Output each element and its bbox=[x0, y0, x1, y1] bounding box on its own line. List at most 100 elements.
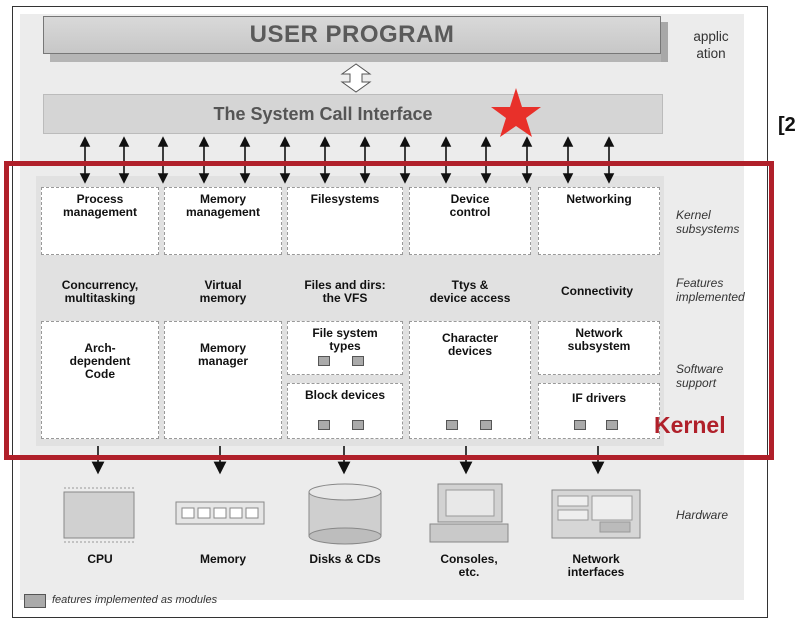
features-implemented-line2: implemented bbox=[676, 290, 745, 304]
features-implemented-label: Features implemented bbox=[676, 276, 766, 304]
feature-virtual-line1: Virtual bbox=[204, 278, 242, 292]
arrow-head-up bbox=[399, 136, 411, 147]
feature-ttys-line1: Ttys & bbox=[451, 278, 489, 292]
arrow-head-down bbox=[359, 173, 371, 184]
feature-connectivity-line1: Connectivity bbox=[560, 284, 633, 298]
subsystem-device-line2: control bbox=[449, 205, 491, 219]
arrow-head-down bbox=[603, 173, 615, 184]
arrow-head-up bbox=[319, 136, 331, 147]
module-square-icon bbox=[352, 356, 364, 366]
hardware-network-label: Network interfaces bbox=[534, 553, 658, 579]
network-subsystem-box: Network subsystem bbox=[538, 321, 660, 375]
hardware-memory-label: Memory bbox=[161, 553, 285, 566]
module-square-icon bbox=[446, 420, 458, 430]
user-program-side bbox=[661, 22, 668, 62]
feature-concurrency-line2: multitasking bbox=[64, 291, 136, 305]
network-card-icon bbox=[551, 489, 641, 539]
memory-manager-line2: manager bbox=[197, 354, 249, 368]
feature-ttys: Ttys & device access bbox=[408, 279, 532, 305]
if-drivers-label: IF drivers bbox=[571, 391, 627, 405]
subsystem-networking: Networking bbox=[538, 187, 660, 255]
net-subsystem-line1: Network bbox=[575, 326, 623, 340]
hw-memory-line1: Memory bbox=[199, 552, 246, 566]
arrow-head-up bbox=[79, 136, 91, 147]
feature-ttys-line2: device access bbox=[429, 291, 511, 305]
console-icon bbox=[429, 483, 509, 543]
memory-chip-icon bbox=[175, 501, 265, 525]
module-square-icon bbox=[318, 356, 330, 366]
arch-line3: Code bbox=[85, 367, 115, 381]
legend-module-icon bbox=[24, 594, 46, 608]
arrow-head-up bbox=[118, 136, 130, 147]
arrow-head-up bbox=[198, 136, 210, 147]
hardware-disks-label: Disks & CDs bbox=[283, 553, 407, 566]
arrow-head-up bbox=[480, 136, 492, 147]
kernel-label: Kernel bbox=[654, 412, 726, 438]
application-label-line1: applic bbox=[693, 29, 729, 44]
star-icon bbox=[491, 88, 541, 137]
arrow-head-up bbox=[440, 136, 452, 147]
cpu-icon bbox=[63, 487, 135, 543]
arrow-head-down bbox=[399, 173, 411, 184]
arrow-head-up bbox=[521, 136, 533, 147]
feature-virtual-line2: memory bbox=[199, 291, 247, 305]
character-devices-box: Character devices bbox=[409, 321, 531, 439]
feature-vfs-line1: Files and dirs: bbox=[304, 278, 386, 292]
module-square-icon bbox=[606, 420, 618, 430]
memory-manager-line1: Memory bbox=[199, 341, 246, 355]
subsystem-memory-line1: Memory bbox=[199, 192, 246, 206]
subsystem-process-management: Process management bbox=[41, 187, 159, 255]
module-square-icon bbox=[480, 420, 492, 430]
subsystem-memory-line2: management bbox=[185, 205, 261, 219]
arrow-head-down bbox=[157, 173, 169, 184]
net-subsystem-line2: subsystem bbox=[567, 339, 631, 353]
software-support-line2: support bbox=[676, 376, 717, 390]
arrow-head-up bbox=[279, 136, 291, 147]
double-arrow-icon bbox=[340, 63, 372, 93]
feature-concurrency: Concurrency, multitasking bbox=[38, 279, 162, 305]
arch-line2: dependent bbox=[69, 354, 131, 368]
arch-dependent-code-box: Arch- dependent Code bbox=[41, 321, 159, 439]
char-devices-line2: devices bbox=[447, 344, 493, 358]
arrow-head-down bbox=[319, 173, 331, 184]
hw-network-line1: Network bbox=[572, 552, 620, 566]
arrow-head-down bbox=[279, 173, 291, 184]
subsystem-device-control: Device control bbox=[409, 187, 531, 255]
if-drivers-box: IF drivers bbox=[538, 383, 660, 439]
bracket-fragment: [2 bbox=[778, 114, 796, 136]
arrow-head-up bbox=[359, 136, 371, 147]
arrow-head-up bbox=[157, 136, 169, 147]
subsystem-process-line2: management bbox=[62, 205, 138, 219]
feature-concurrency-line1: Concurrency, bbox=[61, 278, 139, 292]
hardware-consoles-label: Consoles, etc. bbox=[407, 553, 531, 579]
kernel-highlight-outline bbox=[4, 161, 774, 460]
application-label: applic ation bbox=[676, 28, 746, 62]
system-call-interface-box: The System Call Interface bbox=[43, 94, 663, 134]
hardware-label: Hardware bbox=[676, 508, 729, 522]
hw-cpu-line1: CPU bbox=[87, 552, 113, 566]
fs-types-line2: types bbox=[329, 339, 361, 353]
hw-consoles-line1: Consoles, bbox=[440, 552, 498, 566]
file-system-types-box: File system types bbox=[287, 321, 403, 375]
features-implemented-line1: Features bbox=[676, 276, 724, 290]
block-devices-box: Block devices bbox=[287, 383, 403, 439]
user-program-shadow bbox=[50, 54, 668, 62]
fs-types-line1: File system bbox=[312, 326, 378, 340]
subsystem-filesystems-line1: Filesystems bbox=[310, 192, 380, 206]
feature-connectivity: Connectivity bbox=[535, 285, 659, 298]
subsystem-process-line1: Process bbox=[76, 192, 124, 206]
arrow-head-down bbox=[521, 173, 533, 184]
feature-vfs-line2: the VFS bbox=[322, 291, 368, 305]
arrow-head-up bbox=[239, 136, 251, 147]
subsystem-filesystems: Filesystems bbox=[287, 187, 403, 255]
subsystem-networking-line1: Networking bbox=[566, 192, 632, 206]
arrow-head-down bbox=[118, 173, 130, 184]
arrow-head-down bbox=[480, 173, 492, 184]
feature-virtual-memory: Virtual memory bbox=[161, 279, 285, 305]
arrow-head-down bbox=[562, 173, 574, 184]
memory-manager-box: Memory manager bbox=[164, 321, 282, 439]
arrow-head-up bbox=[562, 136, 574, 147]
legend-text: features implemented as modules bbox=[52, 594, 218, 606]
arrow-head-down bbox=[239, 173, 251, 184]
